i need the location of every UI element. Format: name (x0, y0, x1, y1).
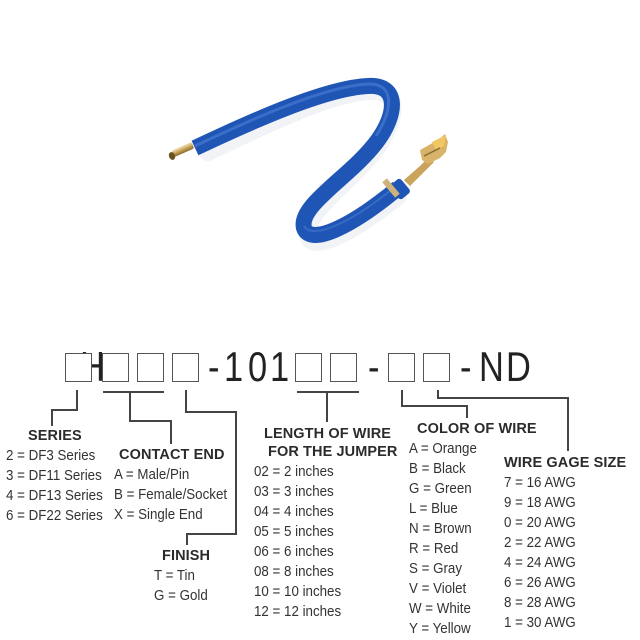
series-legend: SERIES 2 = DF3 Series 3 = DF11 Series 4 … (6, 427, 111, 526)
finish-item: G = Gold (154, 588, 208, 604)
color-item: V = Violet (409, 581, 467, 597)
code-suffix-n: N (479, 343, 504, 390)
length-item: 02 = 2 inches (254, 464, 334, 480)
code-box-length-2 (330, 353, 357, 382)
gage-item: 1 = 30 AWG (504, 615, 576, 631)
gage-item: 8 = 28 AWG (504, 595, 576, 611)
code-box-contact-end-2 (137, 353, 164, 382)
finish-item: T = Tin (154, 568, 195, 584)
code-dash-2: - (368, 343, 380, 390)
length-item: 04 = 4 inches (254, 504, 334, 520)
code-box-length-1 (295, 353, 322, 382)
gage-title: WIRE GAGE SIZE (504, 455, 627, 471)
code-box-color (388, 353, 415, 382)
code-digit-1: 1 (224, 343, 244, 390)
color-item: R = Red (409, 541, 459, 557)
color-title: COLOR OF WIRE (417, 421, 537, 437)
code-box-finish (172, 353, 199, 382)
series-title: SERIES (28, 428, 82, 444)
finish-title: FINISH (162, 548, 211, 564)
male-pin-end (168, 142, 194, 160)
gage-item: 7 = 16 AWG (504, 475, 576, 491)
color-item: W = White (409, 601, 471, 617)
contact-end-legend: CONTACT END A = Male/Pin B = Female/Sock… (114, 446, 237, 525)
length-item: 05 = 5 inches (254, 524, 334, 540)
length-title-line2: FOR THE JUMPER (268, 444, 398, 460)
color-legend: COLOR OF WIRE A = Orange B = Black G = G… (409, 420, 537, 639)
length-item: 12 = 12 inches (254, 604, 342, 620)
color-item: S = Gray (409, 561, 463, 577)
contact-end-title: CONTACT END (119, 447, 225, 463)
length-legend: LENGTH OF WIRE FOR THE JUMPER 02 = 2 inc… (254, 425, 398, 622)
code-box-gage (423, 353, 450, 382)
length-title-line1: LENGTH OF WIRE (264, 426, 392, 442)
code-box-contact-end-1 (102, 353, 129, 382)
color-item: L = Blue (409, 501, 458, 517)
gage-item: 2 = 22 AWG (504, 535, 576, 551)
code-dash-3: - (460, 343, 472, 390)
length-item: 06 = 6 inches (254, 544, 334, 560)
code-digit-1b: 1 (270, 343, 290, 390)
series-item: 6 = DF22 Series (6, 508, 103, 524)
length-item: 08 = 8 inches (254, 564, 334, 580)
gage-item: 9 = 18 AWG (504, 495, 576, 511)
socket-contact-end (382, 134, 448, 200)
color-item: B = Black (409, 461, 466, 477)
jumper-wire-photo (168, 77, 448, 251)
code-dash-1: - (208, 343, 220, 390)
code-digit-0: 0 (248, 343, 268, 390)
gage-legend: WIRE GAGE SIZE 7 = 16 AWG 9 = 18 AWG 0 =… (504, 454, 626, 633)
color-item: G = Green (409, 481, 472, 497)
length-item: 03 = 3 inches (254, 484, 334, 500)
code-suffix-d: D (506, 343, 531, 390)
contact-end-item: A = Male/Pin (114, 467, 190, 483)
gage-item: 4 = 24 AWG (504, 555, 576, 571)
finish-legend: FINISH T = Tin G = Gold (154, 547, 212, 606)
gage-item: 0 = 20 AWG (504, 515, 576, 531)
series-item: 2 = DF3 Series (6, 448, 96, 464)
color-item: N = Brown (409, 521, 472, 537)
length-item: 10 = 10 inches (254, 584, 342, 600)
color-item: A = Orange (409, 441, 477, 457)
contact-end-item: X = Single End (114, 507, 203, 523)
contact-end-item: B = Female/Socket (114, 487, 228, 503)
code-box-series (65, 353, 92, 382)
series-item: 3 = DF11 Series (6, 468, 102, 484)
wire-body (191, 77, 404, 243)
color-item: Y = Yellow (409, 621, 471, 637)
gage-item: 6 = 26 AWG (504, 575, 576, 591)
series-item: 4 = DF13 Series (6, 488, 103, 504)
